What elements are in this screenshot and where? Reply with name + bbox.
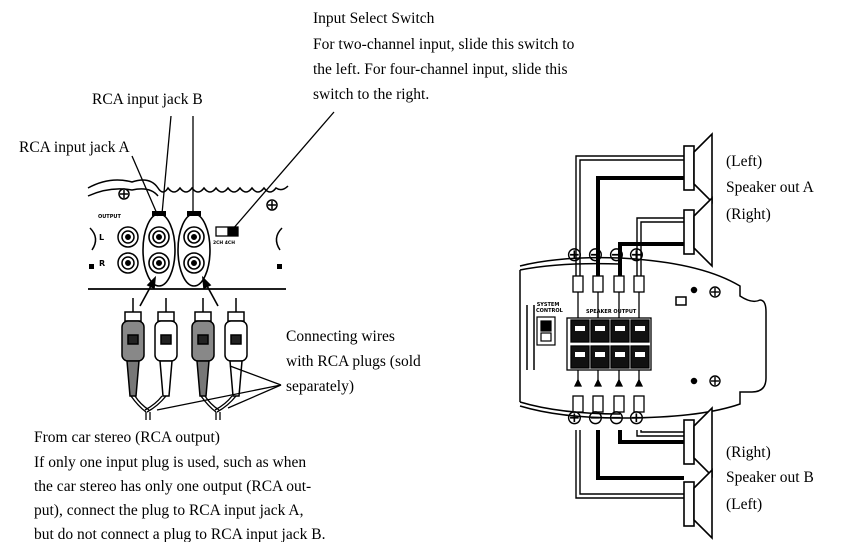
polarity-minus-top-3: ⊖ xyxy=(608,242,625,266)
rca-plugs xyxy=(121,298,248,397)
speaker-icon xyxy=(683,132,713,204)
wires-label-3: separately) xyxy=(286,378,354,395)
rca-jack-a-label: RCA input jack A xyxy=(19,139,130,156)
wire-lugs-top xyxy=(572,275,645,318)
bottom-left-label: (Left) xyxy=(726,496,763,513)
rca-input-jack-a xyxy=(142,213,176,287)
polarity-minus-top-2: ⊖ xyxy=(587,242,604,266)
wires-label-1: Connecting wires xyxy=(286,328,395,345)
input-select-desc-1: For two-channel input, slide this switch… xyxy=(313,36,575,53)
car-stereo-line-5: but do not connect a plug to RCA input j… xyxy=(34,526,326,542)
top-left-label: (Left) xyxy=(726,153,763,170)
screw-icon xyxy=(709,286,721,387)
polarity-minus-bottom-2: ⊖ xyxy=(587,405,604,429)
switch-marks: 2CH 4CH xyxy=(213,241,235,246)
input-select-desc-3: switch to the right. xyxy=(313,86,430,103)
polarity-minus-bottom-3: ⊖ xyxy=(608,405,625,429)
system-control-label: SYSTEM CONTROL xyxy=(536,302,563,314)
arrow-icon xyxy=(139,275,219,307)
speaker-icon xyxy=(683,468,713,540)
screw-icon xyxy=(118,188,278,211)
rca-input-jack-b xyxy=(177,213,211,287)
input-select-switch-title: Input Select Switch xyxy=(313,10,435,27)
car-stereo-line-2: If only one input plug is used, such as … xyxy=(34,454,307,471)
bottom-right-label: (Right) xyxy=(726,444,771,461)
top-right-label: (Right) xyxy=(726,206,771,223)
leader-lines xyxy=(131,111,335,231)
wires-label-2: with RCA plugs (sold xyxy=(286,353,421,370)
car-stereo-line-3: the car stereo has only one output (RCA … xyxy=(34,478,312,495)
car-stereo-line-4: put), connect the plug to RCA input jack… xyxy=(34,502,304,519)
polarity-plus-top-1: ⊕ xyxy=(566,242,583,266)
amplifier-input-panel xyxy=(87,179,289,290)
rca-jack-b-label: RCA input jack B xyxy=(92,91,203,108)
speaker-out-a-label: Speaker out A xyxy=(726,179,814,196)
speaker-out-b-label: Speaker out B xyxy=(726,469,814,486)
input-select-switch xyxy=(215,226,239,237)
system-control-connector xyxy=(536,316,556,346)
output-jacks xyxy=(117,226,139,274)
speaker-terminal-block xyxy=(566,317,652,371)
car-stereo-line-1: From car stereo (RCA output) xyxy=(34,429,220,446)
speaker-output-label: SPEAKER OUTPUT xyxy=(586,309,637,315)
r-label: R xyxy=(99,259,106,268)
speaker-icon xyxy=(683,196,713,268)
polarity-plus-bottom-4: ⊕ xyxy=(628,405,645,429)
output-label: OUTPUT xyxy=(98,214,121,220)
input-select-desc-2: the left. For four-channel input, slide … xyxy=(313,61,568,78)
amplifier-body xyxy=(519,256,767,419)
wire-lugs-bottom xyxy=(572,370,645,413)
polarity-plus-top-4: ⊕ xyxy=(628,242,645,266)
l-label: L xyxy=(99,233,105,242)
speaker-b-wires xyxy=(575,430,684,499)
speaker-a-wires xyxy=(575,155,684,276)
rca-cables xyxy=(130,365,282,420)
speaker-icon xyxy=(683,406,713,478)
polarity-plus-bottom-1: ⊕ xyxy=(566,405,583,429)
